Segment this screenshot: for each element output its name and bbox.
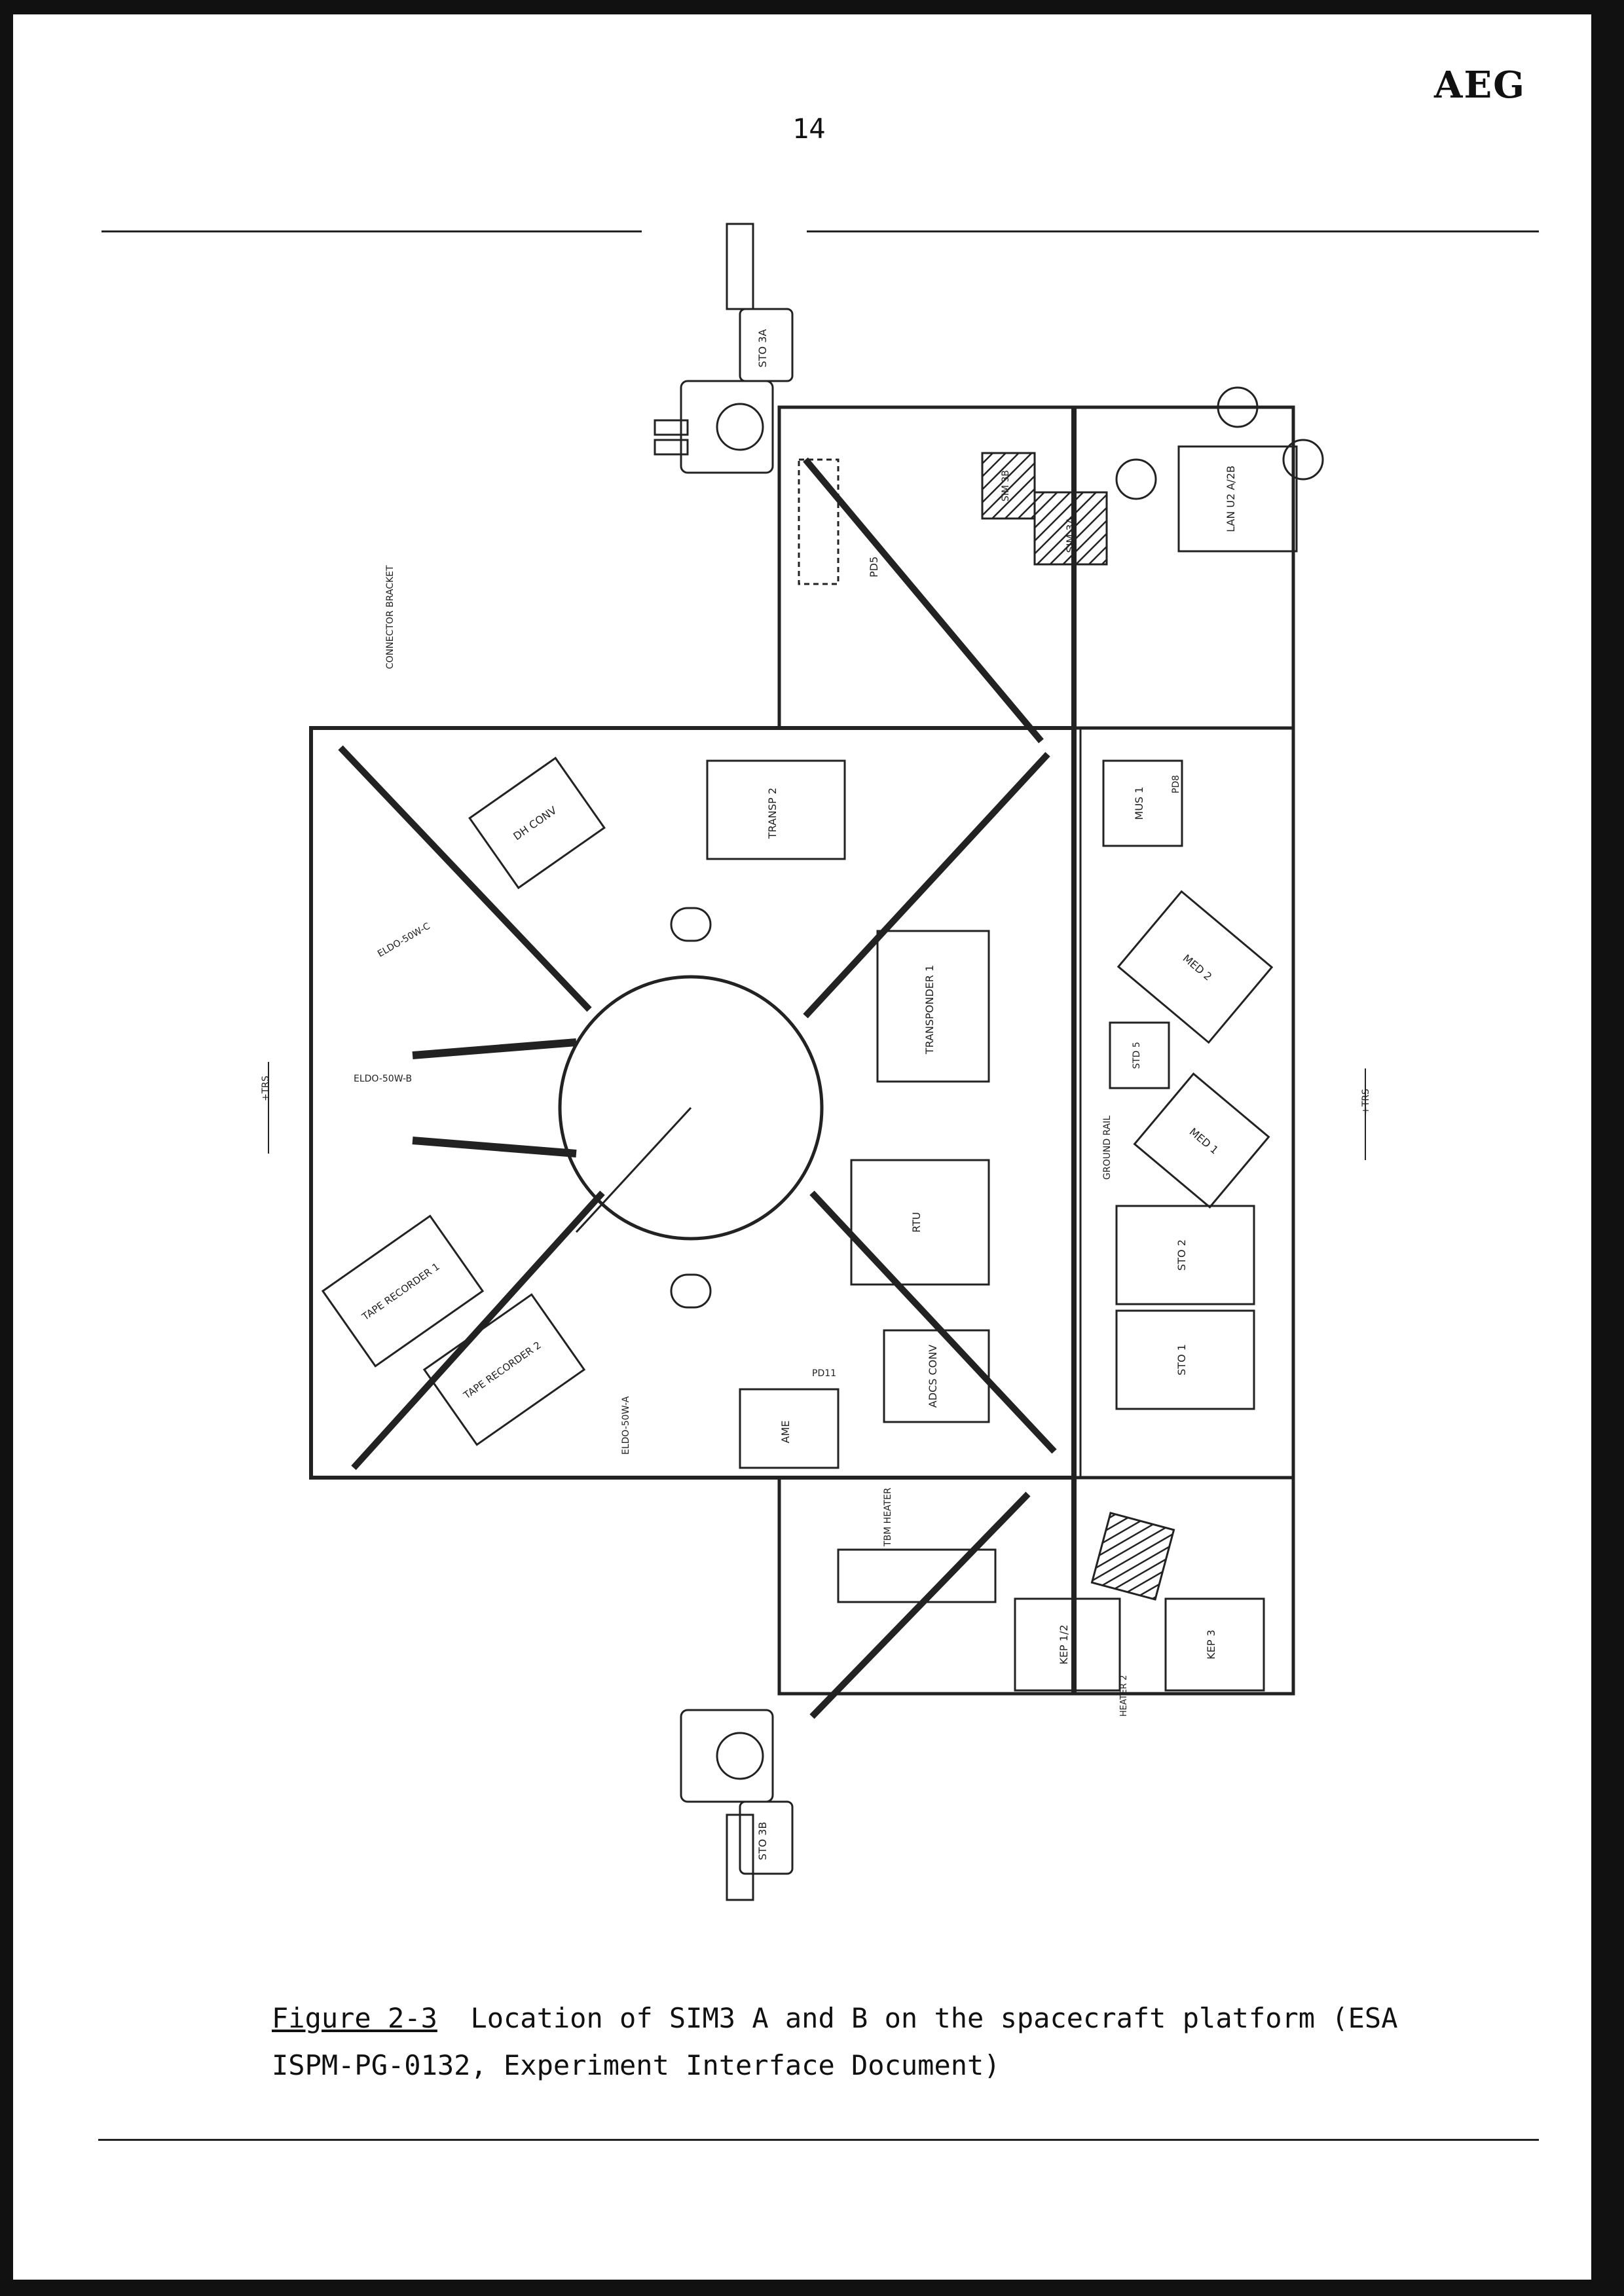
svg-text:GROUND RAIL: GROUND RAIL — [1102, 1116, 1113, 1180]
svg-text:TRANSP 2: TRANSP 2 — [766, 788, 779, 839]
footer-rule — [98, 2139, 1539, 2141]
caption-line-2: ISPM-PG-0132, Experiment Interface Docum… — [272, 2049, 1001, 2081]
svg-text:TBM HEATER: TBM HEATER — [883, 1487, 893, 1547]
mus1-box — [1102, 759, 1183, 847]
sto2-box — [1115, 1205, 1255, 1305]
transp2-box — [706, 759, 846, 860]
svg-text:SIM 3B: SIM 3B — [1001, 470, 1011, 501]
kep3-box — [1164, 1597, 1265, 1692]
svg-text:PD11: PD11 — [812, 1368, 836, 1379]
document-page: AEG 14 STO 3A LAN U2 A/2B SIM 3A — [13, 14, 1591, 2280]
figure-label: Figure 2-3 — [272, 2002, 437, 2034]
svg-text:DH CONV: DH CONV — [511, 804, 559, 843]
company-logo: AEG — [1434, 64, 1526, 107]
svg-text:+TRS: +TRS — [261, 1076, 271, 1101]
svg-text:TAPE RECORDER 2: TAPE RECORDER 2 — [461, 1339, 544, 1402]
svg-text:ELDO-50W-A: ELDO-50W-A — [621, 1396, 631, 1455]
transponder1-box — [876, 930, 990, 1083]
svg-text:AME: AME — [779, 1421, 792, 1444]
med2-box — [1116, 890, 1274, 1044]
platform-upper-bay — [777, 405, 1295, 730]
page-number: 14 — [792, 113, 826, 145]
svg-text:MED 2: MED 2 — [1181, 952, 1215, 983]
svg-text:TAPE RECORDER 1: TAPE RECORDER 1 — [360, 1260, 442, 1323]
sto1-box — [1115, 1309, 1255, 1410]
svg-text:STD 5: STD 5 — [1132, 1042, 1142, 1069]
std5-box — [1109, 1021, 1170, 1089]
platform-lower-bay — [777, 1476, 1295, 1696]
svg-text:PD8: PD8 — [1171, 775, 1181, 793]
svg-text:CONNECTOR BRACKET: CONNECTOR BRACKET — [385, 565, 396, 669]
tape-recorder2-box — [422, 1293, 586, 1446]
svg-text:RTU: RTU — [910, 1212, 923, 1232]
svg-text:SIM 3A: SIM 3A — [1064, 517, 1077, 553]
svg-text:MUS 1: MUS 1 — [1133, 787, 1145, 820]
svg-text:STO 2: STO 2 — [1175, 1239, 1188, 1271]
svg-text:MED 1: MED 1 — [1187, 1125, 1221, 1157]
svg-text:STO 3B: STO 3B — [756, 1822, 769, 1861]
adcs-conv-box — [883, 1329, 990, 1423]
svg-text:STO 3A: STO 3A — [756, 329, 769, 368]
kep12-box — [1014, 1597, 1121, 1692]
ame-box — [739, 1388, 840, 1469]
svg-text:HEATER 2: HEATER 2 — [1119, 1675, 1129, 1717]
dh-conv-box — [468, 756, 606, 890]
med1-box — [1133, 1072, 1270, 1209]
rtu-box — [850, 1159, 990, 1286]
spacecraft-platform-diagram: STO 3A LAN U2 A/2B SIM 3A SIM 3B PD5 TRA… — [261, 223, 1371, 1901]
svg-text:ELDO-50W-C: ELDO-50W-C — [376, 921, 432, 960]
svg-text:STO 1: STO 1 — [1175, 1344, 1188, 1376]
svg-text:TRANSPONDER 1: TRANSPONDER 1 — [923, 965, 936, 1055]
central-cylinder — [558, 975, 824, 1241]
header-rule-right — [807, 230, 1539, 232]
svg-text:PD5: PD5 — [868, 556, 880, 577]
caption-line-1: Location of SIM3 A and B on the spacecra… — [470, 2002, 1398, 2034]
svg-text:LAN U2 A/2B: LAN U2 A/2B — [1225, 465, 1237, 532]
tape-recorder1-box — [321, 1214, 485, 1368]
svg-text:ELDO-50W-B: ELDO-50W-B — [354, 1074, 412, 1084]
header-rule-left — [101, 230, 642, 232]
svg-text:KEP 1/2: KEP 1/2 — [1058, 1624, 1070, 1664]
svg-text:ADCS CONV: ADCS CONV — [927, 1345, 939, 1408]
svg-text:KEP 3: KEP 3 — [1205, 1630, 1217, 1660]
figure-caption: Figure 2-3 Location of SIM3 A and B on t… — [272, 1995, 1450, 2089]
